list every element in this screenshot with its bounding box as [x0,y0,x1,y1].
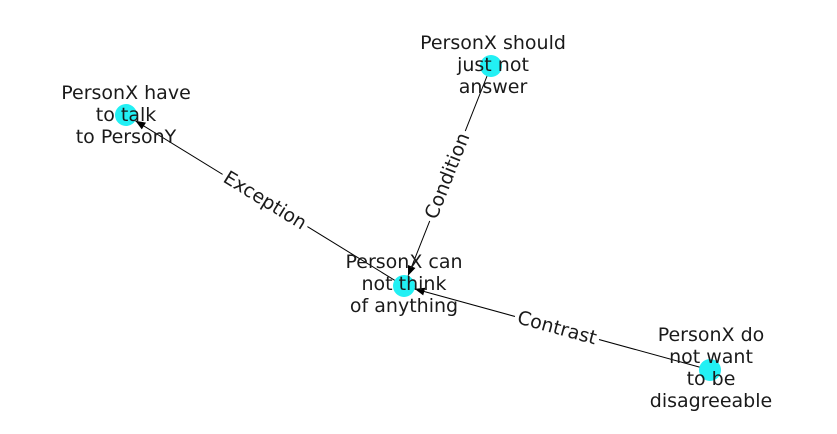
edge-label-contrast: Contrast [512,305,602,351]
node-label-line: PersonX should [420,32,566,54]
arrowhead-icon [408,265,416,276]
node-label-line: disagreeable [650,390,772,412]
node-label-line: to talk [96,104,157,126]
node-not-want-disagreeable [699,359,721,381]
node-label-line: not think [362,273,447,295]
node-label-line: not want [669,346,753,368]
arrowhead-icon [414,287,426,296]
edge-label-background [419,127,476,225]
edge-label-text: Condition [421,130,475,222]
node-can-not-think [393,275,415,297]
node-label-line: PersonX do [658,324,765,346]
node-have-to-talk [115,104,137,126]
node-label-line: of anything [350,295,458,317]
edge-label-exception: Exception [216,165,314,236]
edge-label-background [512,305,602,351]
node-should-not-answer [480,55,502,77]
node-circle [699,359,721,381]
node-label-line: PersonX have [61,82,191,104]
node-label-line: answer [459,76,528,98]
node-label-line: to be [687,368,736,390]
edge-label-text: Exception [219,167,310,235]
node-label-line: to PersonY [76,126,177,148]
node-label-line: just not [456,54,529,76]
node-circle [480,55,502,77]
edge-label-text: Contrast [515,307,599,350]
nodes-layer [115,55,721,381]
node-label-line: PersonX can [345,251,462,273]
edge-label-background [216,165,314,236]
node-circle [393,275,415,297]
node-circle [115,104,137,126]
arrowhead-icon [135,120,146,130]
edge-label-condition: Condition [419,127,476,225]
